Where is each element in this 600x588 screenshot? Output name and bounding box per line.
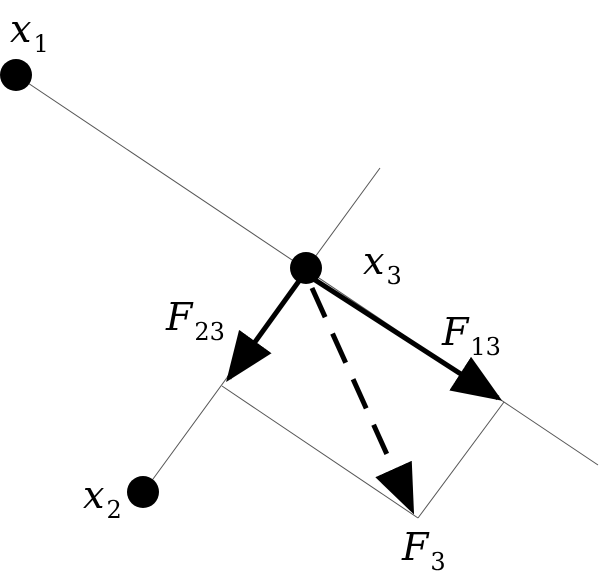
label-x2: x2 bbox=[83, 473, 122, 524]
parallelogram-side-right bbox=[417, 401, 505, 519]
label-f23: F23 bbox=[165, 295, 225, 346]
force-arrow-f3-dashed bbox=[309, 286, 415, 515]
point-x3 bbox=[290, 252, 322, 284]
label-x1: x1 bbox=[10, 7, 49, 58]
point-x1 bbox=[0, 59, 32, 91]
label-f13: F13 bbox=[441, 310, 501, 361]
force-arrow-f13 bbox=[310, 275, 503, 401]
force-arrow-f23 bbox=[226, 279, 302, 383]
point-x2 bbox=[127, 476, 159, 508]
label-f3: F3 bbox=[401, 525, 446, 576]
label-x3: x3 bbox=[363, 239, 402, 290]
